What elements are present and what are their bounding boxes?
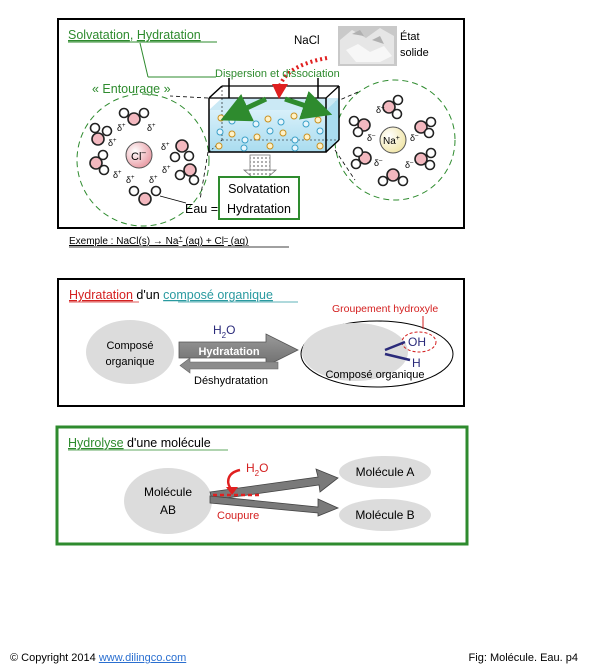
dissolved-ions: [215, 111, 324, 152]
svg-text:δ+: δ+: [147, 123, 156, 133]
footer-link[interactable]: www.dilingco.com: [98, 652, 187, 664]
nacl-addition-arrow: [278, 56, 328, 87]
svg-text:δ+: δ+: [149, 175, 158, 185]
zoom-line: [169, 95, 209, 99]
copyright-text: © Copyright 2014: [10, 652, 99, 664]
etat-label-1: État: [400, 30, 420, 43]
water-molecule-group-left: [89, 107, 200, 206]
svg-text:δ+: δ+: [161, 142, 170, 152]
example-equation: Exemple : NaCl(s) → Na+ (aq) + Cl– (aq): [69, 235, 248, 247]
sodium-label: Na+: [383, 135, 400, 147]
panel1-title: Solvatation, Hydratation: [68, 28, 201, 42]
molecule-ab-1: Molécule: [144, 485, 192, 499]
dissociation-arrow-right: [284, 91, 333, 120]
box-line1: Solvatation: [228, 182, 290, 196]
panel3-title: Hydrolyse d'une molécule: [68, 436, 211, 450]
dispersion-label: Dispersion et dissociation: [215, 68, 340, 80]
coupure-label: Coupure: [217, 510, 259, 522]
sodium-ion: [379, 126, 407, 154]
solvation-sphere-na: [334, 79, 456, 201]
etat-label-2: solide: [400, 47, 429, 59]
solvation-sphere-cl: [76, 93, 210, 227]
solvatation-box: [218, 176, 300, 220]
hydratation-arrow-label: Hydratation: [198, 346, 259, 358]
panel2-title: Hydratation d'un composé organique: [69, 288, 273, 302]
bond-h: [384, 352, 411, 362]
salt-crystal-image: [338, 26, 397, 66]
water-addition-arrowhead: [226, 487, 238, 495]
box-line2: Hydratation: [227, 202, 291, 216]
svg-text:δ–: δ–: [376, 105, 385, 115]
nacl-arrowhead: [272, 84, 288, 99]
molecule-b-blob: [339, 499, 431, 531]
compose-label-1: Composé: [106, 340, 153, 352]
figure-caption: Fig: Molécule. Eau. p4: [468, 652, 578, 664]
molecule-ab-2: AB: [160, 503, 176, 517]
chloride-ion: [125, 141, 153, 169]
nacl-label: NaCl: [294, 35, 320, 47]
svg-text:δ+: δ+: [126, 175, 135, 185]
hydratation-arrow: [178, 333, 299, 367]
svg-text:δ–: δ–: [405, 160, 414, 170]
eau-pointer: [159, 195, 187, 204]
delta-plus-labels-left: δ+ δ+ δ+ δ+ δ+ δ+ δ+ δ+: [108, 123, 171, 185]
zoom-line: [334, 149, 356, 181]
split-arrow-a: [209, 468, 339, 501]
molecule-b-label: Molécule B: [355, 508, 414, 522]
molecule-a-label: Molécule A: [356, 465, 415, 479]
bond-oh: [384, 340, 406, 352]
compose-org-label: Composé organique: [325, 369, 424, 381]
delta-minus-labels-right: δ– δ– δ– δ– δ–: [367, 105, 419, 170]
h-label: H: [412, 356, 421, 370]
h2o-label-3: H2O: [246, 461, 268, 478]
eau-label: Eau =: [185, 202, 218, 216]
zoom-line: [199, 151, 209, 201]
molecule-a-blob: [339, 456, 431, 488]
svg-text:δ+: δ+: [108, 138, 117, 148]
molecule-ab-blob: [124, 468, 212, 534]
dissociation-arrow-left: [220, 94, 268, 122]
svg-text:δ+: δ+: [113, 170, 122, 180]
svg-text:δ–: δ–: [367, 133, 376, 143]
split-arrow-b: [209, 495, 340, 517]
groupement-label: Groupement hydroxyle: [332, 303, 438, 315]
svg-text:δ+: δ+: [117, 123, 126, 133]
compose-label-2: organique: [106, 356, 155, 368]
svg-text:δ–: δ–: [374, 158, 383, 168]
oh-label: OH: [408, 335, 426, 349]
organic-compound-blob: [86, 320, 174, 384]
compound-inner-blob: [302, 323, 408, 381]
water-molecule-group-right: [348, 94, 437, 187]
deshydratation-label: Déshydratation: [194, 375, 268, 387]
svg-text:δ–: δ–: [410, 133, 419, 143]
svg-text:δ+: δ+: [162, 165, 171, 175]
footer-copyright: © Copyright 2014 www.dilingco.com: [10, 652, 186, 664]
deshydratation-arrow: [179, 357, 279, 374]
h2o-label-2: H2O: [213, 323, 235, 340]
entourage-label: « Entourage »: [92, 82, 171, 96]
title-dash-line: [139, 42, 149, 78]
